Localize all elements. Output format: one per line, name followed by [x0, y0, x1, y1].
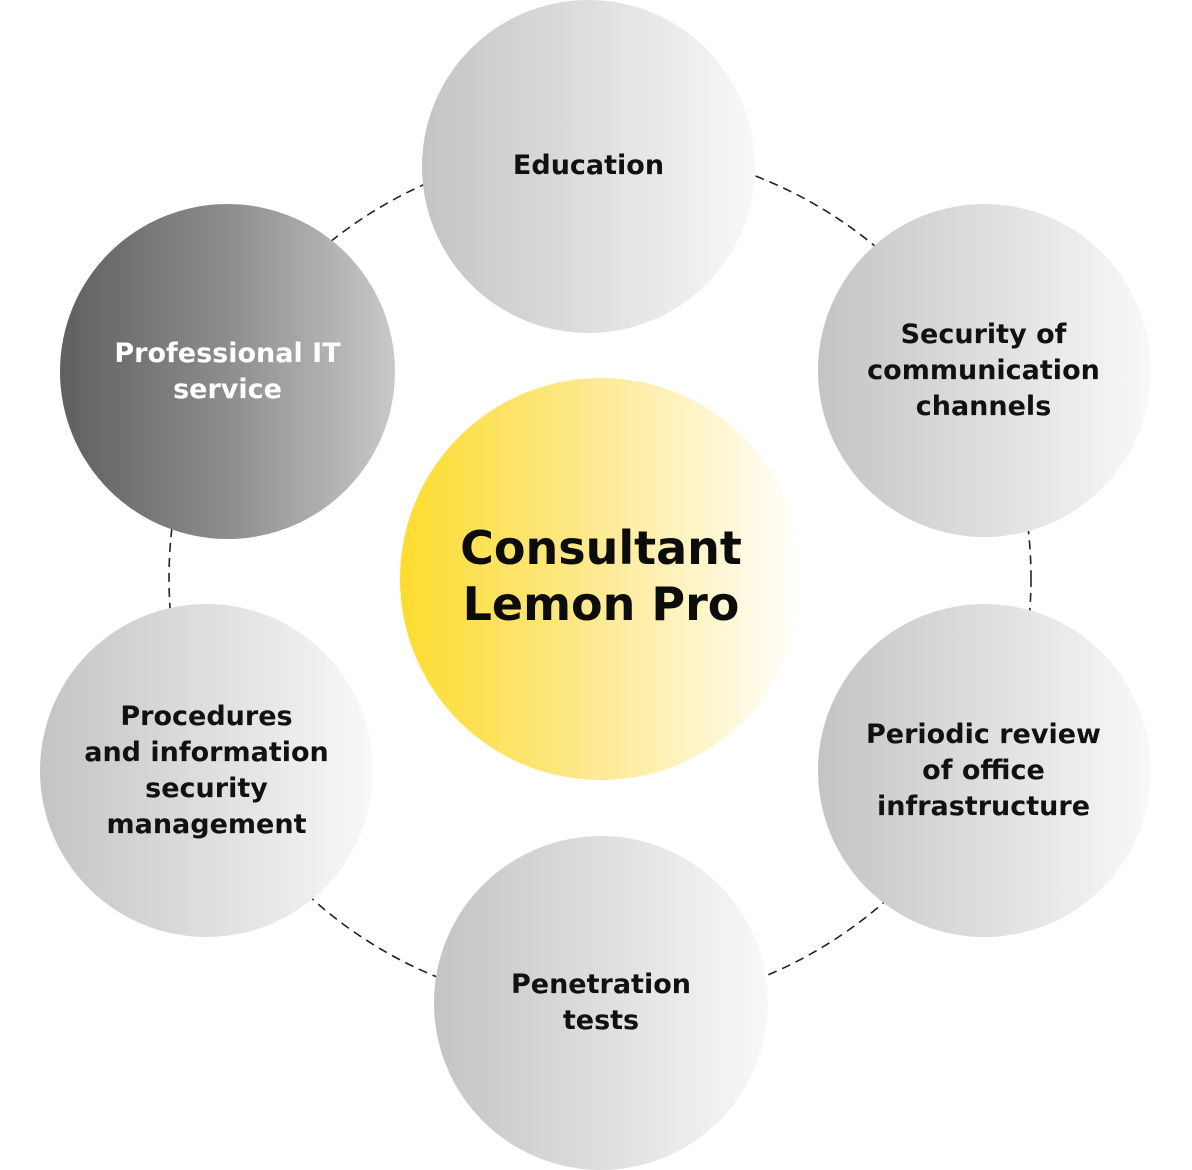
- penetration-tests-node: Penetration tests: [434, 836, 768, 1170]
- security-channels-node: Security of communication channels: [818, 204, 1151, 537]
- security-channels-label: Security of communication channels: [867, 318, 1100, 422]
- center-title: Consultant Lemon Pro: [460, 521, 742, 631]
- center-node: Consultant Lemon Pro: [400, 378, 802, 780]
- professional-it-label: Professional IT service: [114, 337, 341, 405]
- education-node: Education: [422, 0, 755, 333]
- procedures-label: Procedures and information security mana…: [84, 700, 329, 840]
- periodic-review-node: Periodic review of office infrastructure: [818, 604, 1151, 937]
- periodic-review-label: Periodic review of office infrastructure: [866, 718, 1101, 822]
- professional-it-node: Professional IT service: [60, 204, 395, 539]
- procedures-node: Procedures and information security mana…: [40, 604, 373, 937]
- education-label: Education: [512, 149, 665, 181]
- penetration-tests-label: Penetration tests: [510, 969, 691, 1036]
